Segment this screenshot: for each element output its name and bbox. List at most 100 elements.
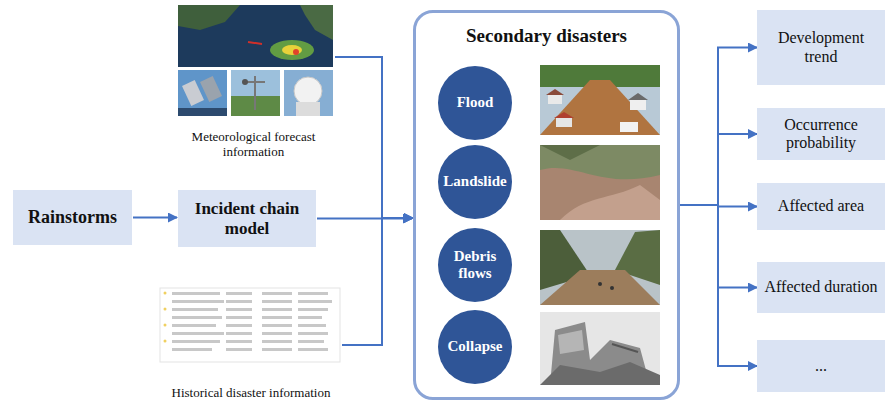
output-box: Affected duration [757,262,885,313]
node-label: Occurrence probability [763,116,879,153]
node-label: Flood [457,94,494,111]
output-box: Occurrence probability [757,108,885,160]
node-label: Affected area [778,197,864,215]
node-label: Collapse [447,338,502,355]
info-source: Meteorological forecast information [172,4,335,162]
landslide-photo-part [560,185,660,220]
disaster-circle: Landslide [437,144,513,220]
flood-photo-part [540,65,660,135]
landslide-photo [540,145,660,220]
disaster-table-part-part [262,308,292,311]
disaster-circle: Flood [437,65,513,141]
disaster-table-part-part [262,332,292,335]
output-box: ... [757,340,885,392]
node-label: Development trend [763,29,879,66]
flood-photo-part [628,93,648,100]
landslide-photo-part [540,145,660,220]
collapse-photo-part [540,312,660,385]
flow-arrow [342,218,413,345]
disaster-table-part-part [298,316,322,319]
weather-station-photo [231,70,280,116]
disaster-table-part-part [298,324,326,327]
node-label: Debris flows [443,248,507,283]
circle-fill [438,66,512,140]
radar-photo-part [284,70,333,116]
landslide-photo-part [540,168,660,220]
disaster-table-part [160,288,340,362]
disaster-circle: Collapse [437,309,513,385]
disaster-table-part-part [262,300,292,303]
node-label: Rainstorms [28,207,117,228]
circle-fill [438,145,512,219]
node-label: Landslide [443,173,506,190]
disaster-table-part-part [164,340,167,343]
disaster-table-part-part [226,316,252,319]
flood-photo-part [630,100,646,110]
disaster-table-part-part [164,324,167,327]
radar-photo-part [294,77,322,105]
disaster-circle: Debris flows [437,227,513,303]
input-box: Rainstorms [13,190,132,245]
disaster-table [160,288,340,362]
disaster-table-part-part [172,292,220,295]
circle-fill [438,228,512,302]
disaster-table-part-part [172,332,224,335]
disaster-table-part-part [226,340,252,343]
disaster-table-part-part [226,348,252,351]
group-box: Secondary disastersFloodLandslideDebris … [413,10,680,400]
disaster-table-part-part [164,292,167,295]
flow-arrow [680,48,757,206]
disaster-table-part-part [226,324,252,327]
disaster-table-part-part [262,324,292,327]
model-box: Incident chain model [178,190,316,247]
collapse-photo-part [558,330,584,354]
disaster-table-part-part [172,300,224,303]
circle-fill [438,310,512,384]
weather-map [178,5,333,67]
weather-map-part [300,5,333,40]
weather-map-part [178,5,240,30]
satellite-photo-part [182,80,204,106]
debris-flow-photo-part [610,286,614,290]
disaster-table-part-part [226,300,252,303]
radar-photo [284,70,333,116]
debris-flow-photo-part [540,270,660,305]
flood-photo-part [556,118,572,127]
collapse-photo [540,312,660,385]
disaster-table-part-part [298,308,328,311]
disaster-table-part-part [172,316,222,319]
debris-flow-photo [540,230,660,305]
info-source: Historical disaster information [160,286,342,403]
disaster-table-part-part [298,300,332,303]
disaster-table-part-part [298,332,328,335]
disaster-table-part-part [298,292,328,295]
debris-flow-photo-part [540,230,660,305]
disaster-table-part-part [172,308,218,311]
landslide-photo-part [540,145,600,160]
disaster-table-part [164,292,167,343]
output-box: Affected area [757,183,885,230]
disaster-table-part [172,292,332,351]
flow-arrow [680,205,757,366]
caption-text: Meteorological forecast information [174,130,333,160]
flow-arrow [680,134,757,205]
flow-arrow [335,57,413,218]
disaster-table-part-part [298,348,328,351]
weather-map-part [270,40,314,60]
disaster-table-part-part [172,340,220,343]
weather-map-part [248,42,262,44]
flood-photo-part [554,112,574,118]
disaster-table-part-part [172,348,212,351]
output-box: Development trend [757,10,885,85]
node-label: ... [815,357,827,375]
caption-text: Historical disaster information [172,386,331,401]
radar-photo-part [296,102,320,116]
flood-photo-part [620,122,638,132]
weather-map-part [293,49,299,55]
weather-station-photo-part [231,70,280,116]
disaster-table-part-part [262,292,292,295]
collapse-photo-part [612,344,638,352]
node-label: Incident chain model [184,199,310,238]
debris-flow-photo-part [598,282,602,286]
